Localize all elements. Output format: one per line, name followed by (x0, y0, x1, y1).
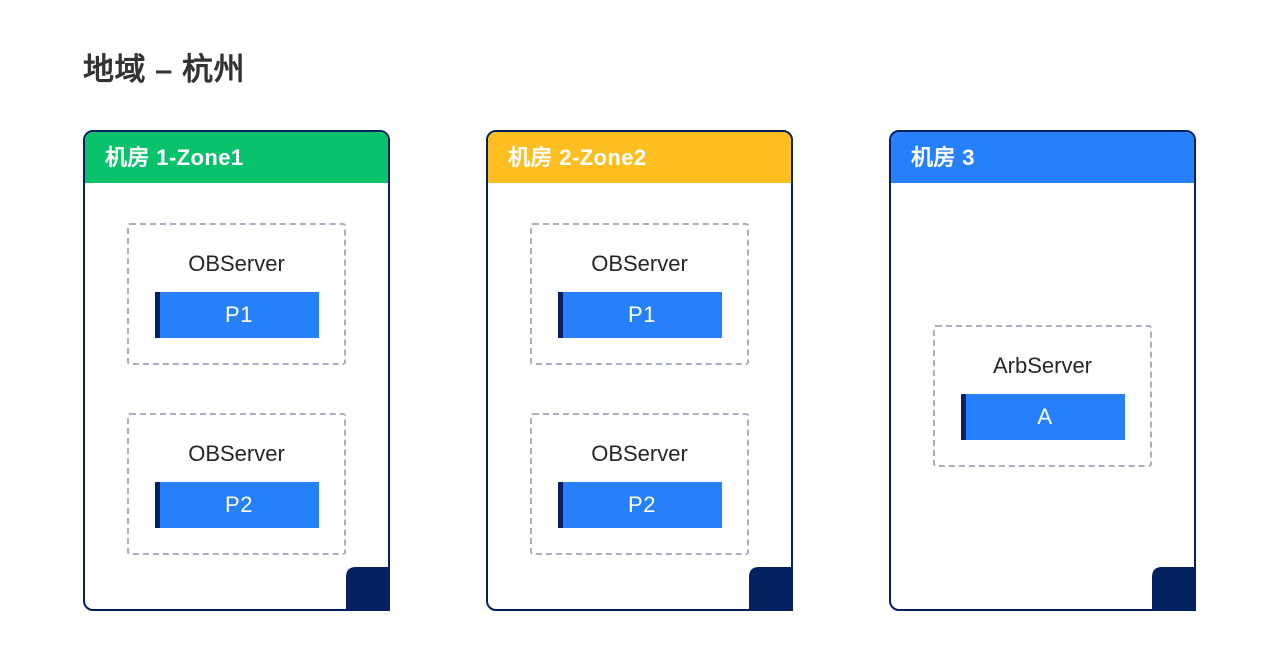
replica-tag[interactable]: A (960, 393, 1125, 440)
zone-card-2-header: 机房 2-Zone2 (488, 132, 791, 183)
replica-tag[interactable]: P1 (154, 291, 319, 338)
server-group[interactable]: OBServer P1 (127, 223, 346, 365)
replica-tag[interactable]: P2 (154, 481, 319, 528)
server-group[interactable]: ArbServer A (933, 325, 1152, 467)
zone-card-3[interactable]: 机房 3 ArbServer A (889, 130, 1196, 611)
zone-card-2-body: OBServer P1 OBServer P2 (488, 183, 791, 609)
zone-card-3-header: 机房 3 (891, 132, 1194, 183)
replica-tag[interactable]: P2 (557, 481, 722, 528)
replica-tag[interactable]: P1 (557, 291, 722, 338)
zone-card-1[interactable]: 机房 1-Zone1 OBServer P1 OBServer P2 (83, 130, 390, 611)
zone-card-1-body: OBServer P1 OBServer P2 (85, 183, 388, 609)
zone-card-3-body: ArbServer A (891, 183, 1194, 609)
server-label: ArbServer (992, 352, 1093, 378)
zone-card-2[interactable]: 机房 2-Zone2 OBServer P1 OBServer P2 (486, 130, 793, 611)
server-label: OBServer (188, 250, 285, 276)
server-group[interactable]: OBServer P1 (530, 223, 749, 365)
server-label: OBServer (188, 440, 285, 466)
zone-cards-container: 机房 1-Zone1 OBServer P1 OBServer P2 机房 2-… (83, 130, 1197, 612)
page-title: 地域 – 杭州 (83, 52, 245, 87)
zone-card-1-header: 机房 1-Zone1 (85, 132, 388, 183)
server-label: OBServer (591, 440, 688, 466)
server-group[interactable]: OBServer P2 (127, 413, 346, 555)
server-label: OBServer (591, 250, 688, 276)
server-group[interactable]: OBServer P2 (530, 413, 749, 555)
